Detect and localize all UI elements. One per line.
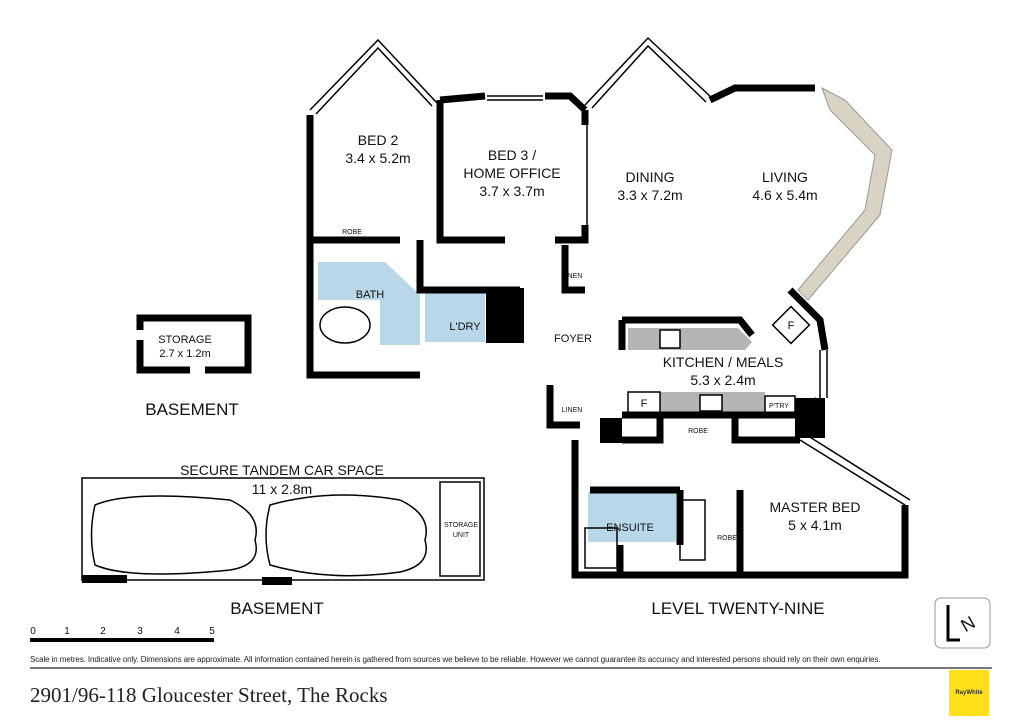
scale-tick: 0 (30, 626, 36, 637)
linen-label-2: LINEN (562, 407, 583, 414)
bed3-size: 3.7 x 3.7m (479, 183, 544, 199)
basement-title-car: BASEMENT (230, 599, 324, 618)
car-label: SECURE TANDEM CAR SPACE (180, 462, 384, 478)
fridge-label: F (788, 320, 795, 332)
linen-label: LINEN (562, 273, 583, 280)
kitchen-robe-label: ROBE (688, 428, 708, 435)
foyer-label: FOYER (554, 333, 592, 345)
north-compass-icon: N (934, 597, 991, 649)
living-label: LIVING (762, 169, 808, 185)
scale-tick: 1 (64, 626, 70, 637)
bath-label: BATH (356, 289, 385, 301)
logo-text: RayWhite (955, 690, 983, 696)
bed2-size: 3.4 x 5.2m (345, 150, 410, 166)
fridge-label-2: F (641, 398, 648, 410)
storage-unit-label: STORAGE (444, 522, 478, 529)
basement-title-storage: BASEMENT (145, 400, 239, 419)
master-robe-label: ROBE (717, 535, 737, 542)
master-size: 5 x 4.1m (788, 517, 842, 533)
scale-tick: 4 (174, 626, 180, 637)
bath-floor (318, 262, 420, 345)
laundry-column (486, 288, 524, 343)
kitchen-size: 5.3 x 2.4m (690, 372, 755, 388)
storage-label: STORAGE (158, 334, 212, 346)
car-size: 11 x 2.8m (252, 481, 312, 497)
storage-wall (600, 418, 622, 443)
bed3-label-2: HOME OFFICE (463, 165, 560, 181)
scale-tick: 3 (137, 626, 143, 637)
dining-size: 3.3 x 7.2m (617, 187, 682, 203)
kitchen-column (795, 398, 825, 438)
bed2-label: BED 2 (358, 132, 399, 148)
balcony-wall (797, 86, 893, 301)
disclaimer: Scale in metres. Indicative only. Dimens… (30, 655, 881, 664)
property-address: 2901/96-118 Gloucester Street, The Rocks (30, 683, 388, 707)
scale-tick: 2 (100, 626, 106, 637)
bed2-robe-label: ROBE (342, 229, 362, 236)
storage-unit-label-2: UNIT (453, 532, 470, 539)
pantry-label: P'TRY (769, 403, 789, 410)
kitchen-bench-top (628, 328, 752, 350)
scale-tick: 5 (209, 626, 215, 637)
scale-bar: 0 1 2 3 4 5 (30, 626, 215, 642)
kitchen-label: KITCHEN / MEALS (663, 354, 784, 370)
ensuite-floor (588, 492, 676, 542)
raywhite-logo: RayWhite (949, 670, 989, 716)
bed3-label: BED 3 / (488, 147, 536, 163)
master-label: MASTER BED (769, 499, 860, 515)
ensuite-label: ENSUITE (606, 522, 654, 534)
storage-size: 2.7 x 1.2m (159, 348, 210, 360)
laundry-label: L'DRY (449, 321, 481, 333)
dining-label: DINING (626, 169, 675, 185)
living-size: 4.6 x 5.4m (752, 187, 817, 203)
level-title: LEVEL TWENTY-NINE (651, 599, 824, 618)
laundry-floor (425, 290, 485, 342)
divider (30, 667, 992, 669)
